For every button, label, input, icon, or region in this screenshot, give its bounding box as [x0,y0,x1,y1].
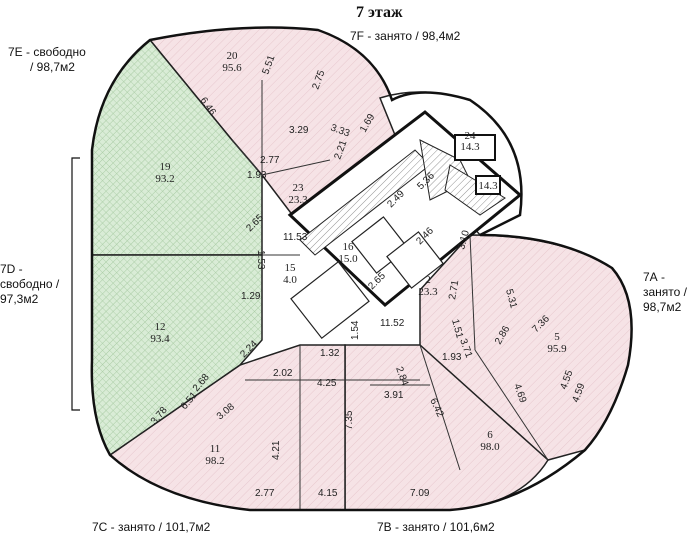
room-area: 15.0 [338,253,358,265]
dimension-label: 1.32 [320,348,340,359]
room-area: 14.3 [478,180,498,192]
room-area: 98.0 [480,441,500,453]
room-area: 95.9 [547,343,567,355]
dimension-label: 1.51 [449,318,465,340]
zone-7a-line1: 7А - [643,270,666,284]
room-number: 19 [160,161,172,173]
room-number: 5 [554,331,560,343]
dimension-label: 1.53 [255,250,266,270]
dimension-label: 1.93 [247,170,267,181]
dimension-label: 1.29 [241,291,261,302]
room-number: 24 [465,130,477,142]
dimension-label: 2.77 [255,488,275,499]
room-area: 93.4 [150,333,170,345]
dimension-label: 4.21 [271,440,282,460]
room-area: 98.2 [205,455,224,467]
room-number: 12 [155,321,166,333]
zone-7b-label: 7В - занято / 101,6м2 [377,520,495,534]
room-area: 95.6 [222,62,242,74]
zone-7d-line3: 97,3м2 [0,292,39,306]
dimension-label: 11.52 [380,318,405,329]
room-labels: 20 95.6 19 93.2 12 93.4 11 98.2 6 98.0 5… [150,50,567,467]
dimension-label: 2.77 [260,155,280,166]
zone-7e-line1: 7E - свободно [8,45,86,59]
dimension-label: 4.25 [317,378,337,389]
dimension-label: 2.71 [447,279,461,301]
zone-7d-line1: 7D - [0,262,23,276]
room-area: 14.3 [460,141,480,153]
dimension-label: 1.54 [350,320,361,340]
dimension-label: 3.10 [456,229,472,251]
zone-7d-bracket [71,157,80,411]
room-number: 16 [343,241,355,253]
zone-7e-label: 7E - свободно / 98,7м2 [8,45,86,75]
zone-7f-label: 7F - занято / 98,4м2 [350,29,461,43]
zone-7a-line2: занято / [643,285,688,299]
dimension-label: 1.93 [442,352,462,363]
zone-7a-label: 7А - занято / 98,7м2 [643,270,687,315]
room-area: 4.0 [283,274,297,286]
room-number: 15 [285,262,297,274]
room-number: 23 [293,182,305,194]
room-number: 11 [210,443,221,455]
zone-7a-line3: 98,7м2 [643,300,682,314]
dimension-label: 4.15 [318,488,338,499]
zone-7d-line2: свободно / [0,277,60,291]
dimension-label: 5.31 [503,288,519,310]
zone-7c-label: 7С - занято / 101,7м2 [92,520,211,534]
dimension-label: 7.35 [344,410,355,430]
dimension-label: 2.02 [273,368,293,379]
dimension-label: 3.29 [289,125,309,136]
room-area: 93.2 [155,173,174,185]
room-number: 2 [425,274,431,286]
zone-7d-label: 7D - свободно / 97,3м2 [0,262,59,307]
floor-title: 7 этаж [356,4,403,21]
room-area: 23.3 [418,286,438,298]
dimension-label: 11.53 [283,232,308,243]
room-number: 6 [487,429,493,441]
room-number: 20 [227,50,239,62]
dimension-label: 3.91 [384,390,404,401]
dimension-label: 7.09 [410,488,430,499]
zone-7e-line2: / 98,7м2 [30,60,75,74]
partition-lines [231,80,549,510]
building-outline [90,26,633,512]
room-area: 23.3 [288,194,308,206]
building-core [287,110,523,340]
